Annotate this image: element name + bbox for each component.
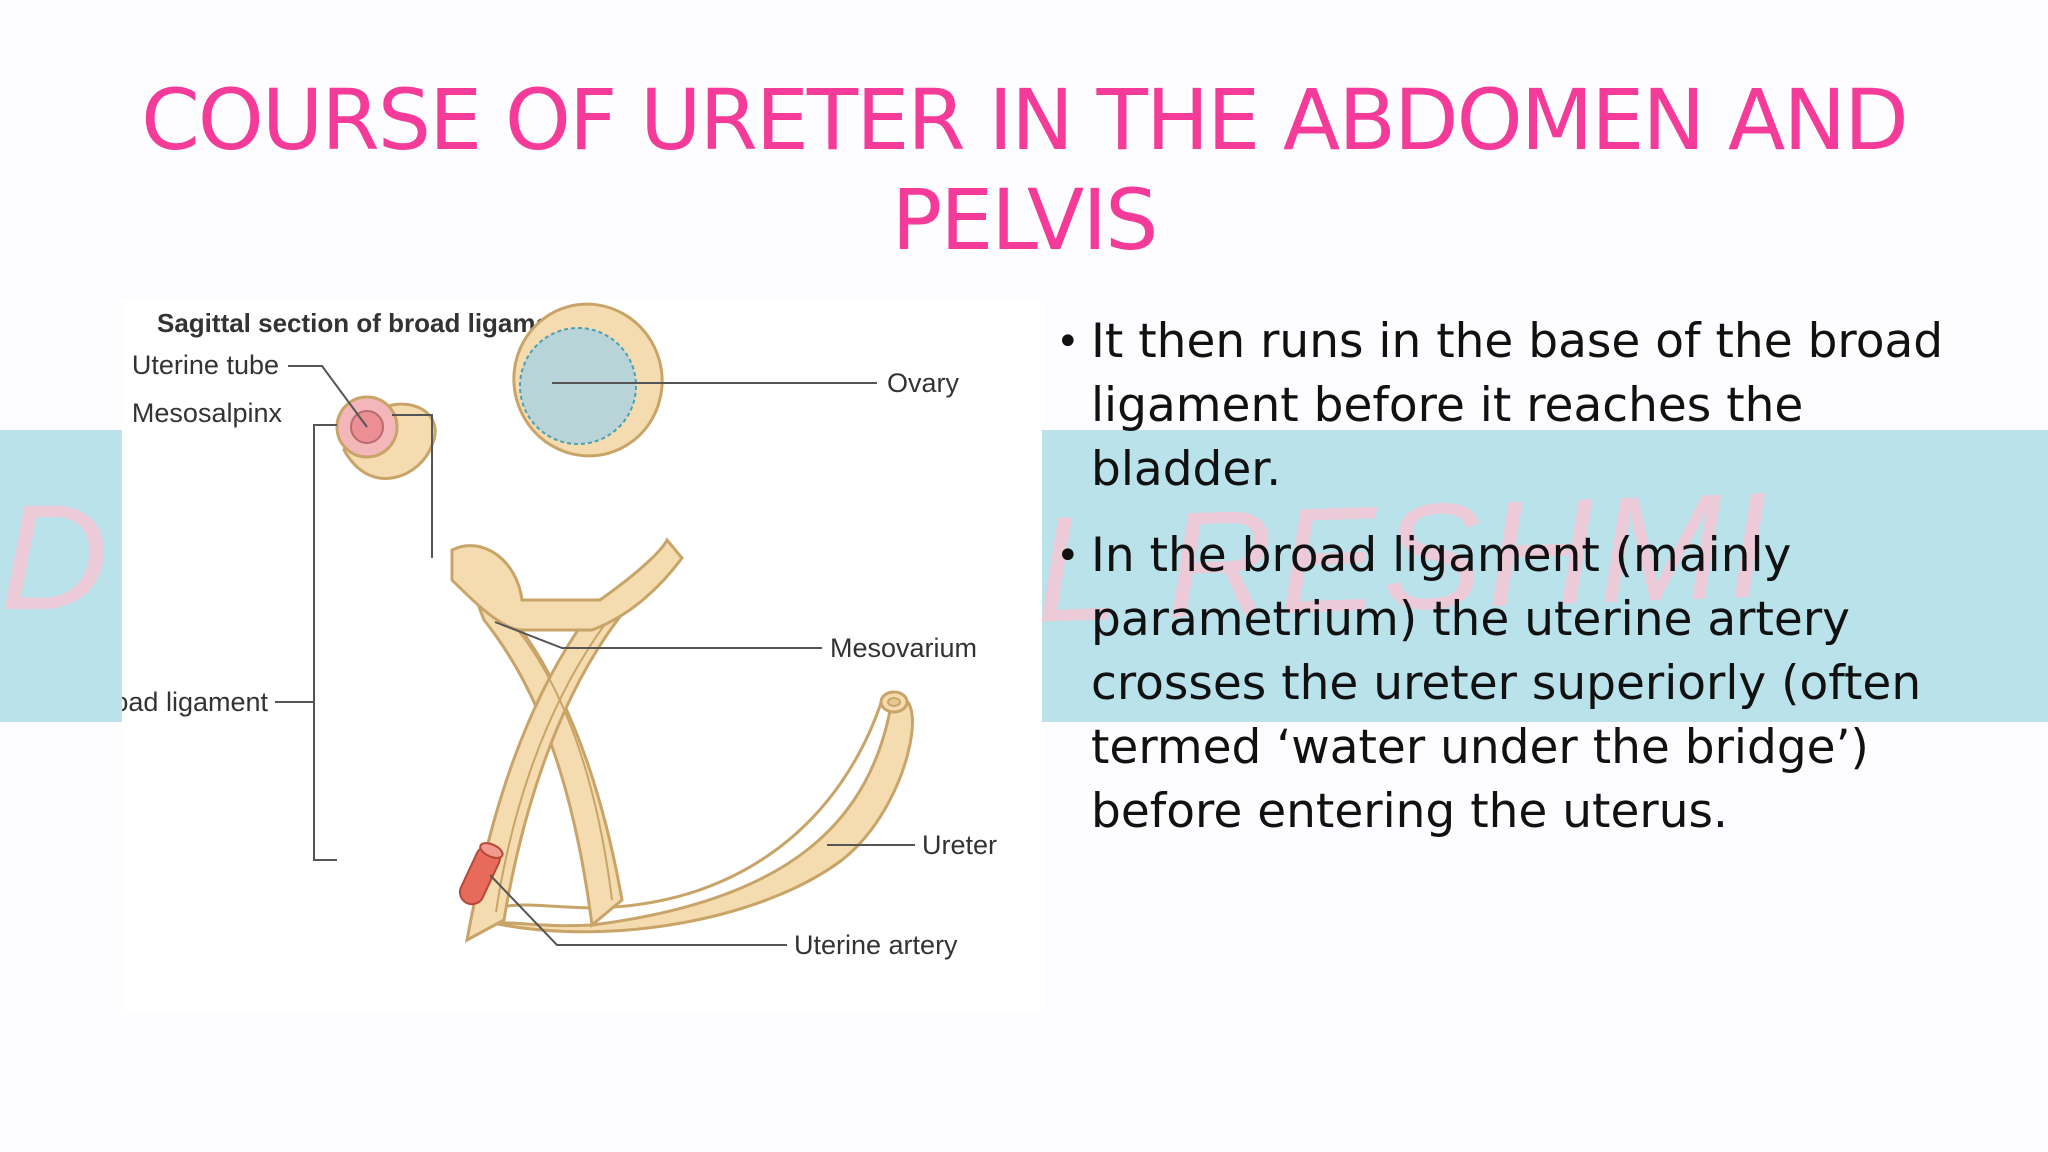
- figure-title: Sagittal section of broad ligament: [157, 308, 575, 338]
- label-mesovarium: Mesovarium: [830, 633, 977, 663]
- highlight-band-right: [1037, 430, 2048, 722]
- mesovarium-shape: [450, 537, 684, 632]
- leader-uterine-tube: [288, 365, 368, 428]
- bullet-item: • In the broad ligament (mainly parametr…: [1050, 524, 1990, 844]
- label-ovary: Ovary: [887, 368, 960, 398]
- bullet-symbol: •: [1056, 533, 1080, 579]
- label-ureter: Ureter: [922, 830, 997, 860]
- bullet-item: • It then runs in the base of the broad …: [1050, 310, 1990, 502]
- leader-mesosalpinx: [392, 414, 433, 558]
- slide-title: COURSE OF URETER IN THE ABDOMEN AND PELV…: [141, 71, 1909, 269]
- highlight-band-left: [0, 430, 123, 722]
- leader-uterine-artery: [489, 874, 787, 946]
- bracket-broad-ligament: [313, 424, 337, 861]
- broad-ligament-left-limb: [463, 571, 624, 928]
- bullet-symbol: •: [1056, 319, 1080, 365]
- ovary-shape: [519, 327, 637, 445]
- broad-ligament-inner-line: [495, 619, 609, 913]
- bullet-text: It then runs in the base of the broad li…: [1091, 314, 1944, 497]
- watermark-left: D: [0, 473, 109, 641]
- bullet-text: In the broad ligament (mainly parametriu…: [1091, 528, 1922, 839]
- uterine-artery-shape: [458, 842, 504, 906]
- label-broad-ligament: Broad ligament: [122, 687, 268, 717]
- label-mesosalpinx: Mesosalpinx: [132, 398, 283, 428]
- broad-ligament-figure: Sagittal section of broad ligament: [122, 300, 1042, 1010]
- label-uterine-tube: Uterine tube: [132, 350, 279, 380]
- bullet-list: • It then runs in the base of the broad …: [1050, 310, 1990, 866]
- label-uterine-artery: Uterine artery: [794, 930, 958, 960]
- ureter-lumen: [887, 697, 901, 707]
- leader-mesovarium: [494, 621, 822, 649]
- broad-ligament-diagram: Sagittal section of broad ligament: [122, 302, 997, 960]
- ureter-outer-wall: [492, 699, 884, 921]
